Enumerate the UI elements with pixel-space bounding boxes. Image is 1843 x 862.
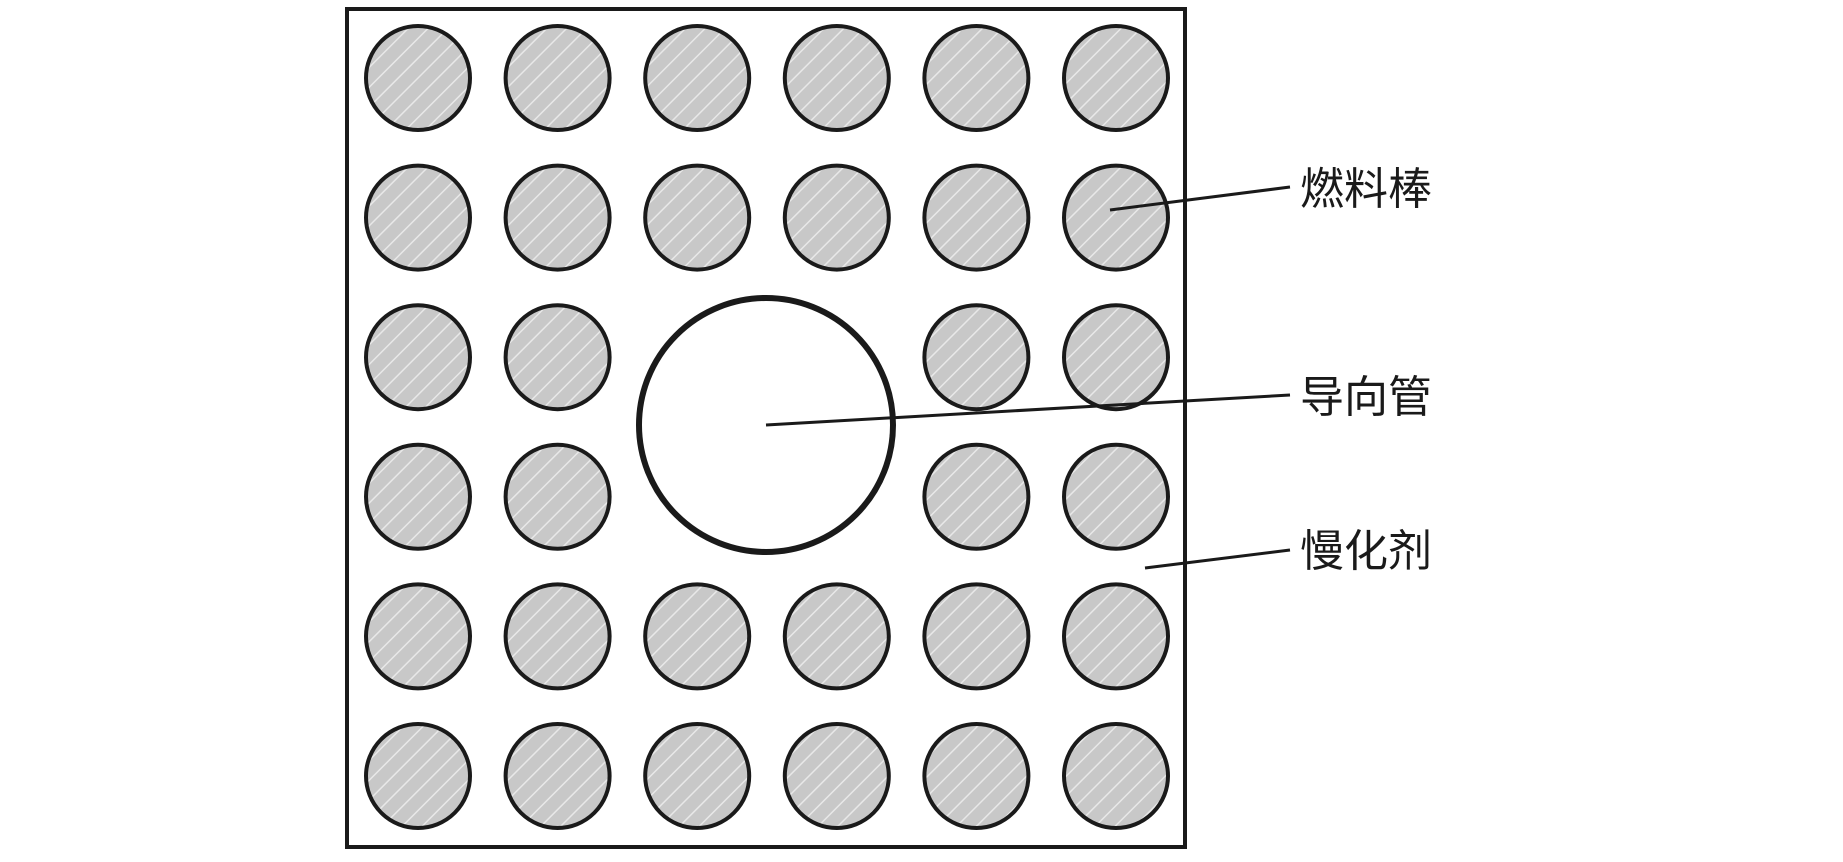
fuel-rod [643,163,752,272]
fuel-rod [782,24,891,132]
fuel-rod [922,722,1031,830]
guide-tube-leader-line [765,393,1291,427]
fuel-rod [503,582,612,691]
moderator-label: 慢化剂 [1300,526,1432,577]
fuel-rod [503,303,612,412]
fuel-rod [782,582,891,691]
fuel-rod-grid [364,24,1170,830]
fuel-rod [1062,24,1170,132]
fuel-rod [364,442,472,551]
moderator-leader-line [1144,548,1291,570]
fuel-rod-label: 燃料棒 [1300,164,1432,215]
fuel-rod [643,722,752,830]
fuel-rod [364,582,472,691]
fuel-rod [782,163,891,272]
fuel-rod [922,163,1031,272]
fuel-rod [1062,582,1170,691]
fuel-rod [922,303,1031,412]
fuel-rod [503,163,612,272]
fuel-rod [364,163,472,272]
fuel-rod [922,442,1031,551]
fuel-rod [1062,722,1170,830]
guide-tube-label: 导向管 [1300,372,1432,423]
fuel-rod [643,582,752,691]
fuel-rod [364,303,472,412]
fuel-rod [1062,303,1170,412]
fuel-rod [1062,442,1170,551]
fuel-rod [922,24,1031,132]
fuel-rod [643,24,752,132]
fuel-rod [364,24,472,132]
fuel-rod [503,442,612,551]
fuel-rod [503,24,612,132]
fuel-rod [782,722,891,830]
fuel-rod [364,722,472,830]
fuel-rod [1062,163,1170,272]
fuel-rod [922,582,1031,691]
fuel-rod [503,722,612,830]
fuel-rod-leader-line [1109,185,1291,212]
